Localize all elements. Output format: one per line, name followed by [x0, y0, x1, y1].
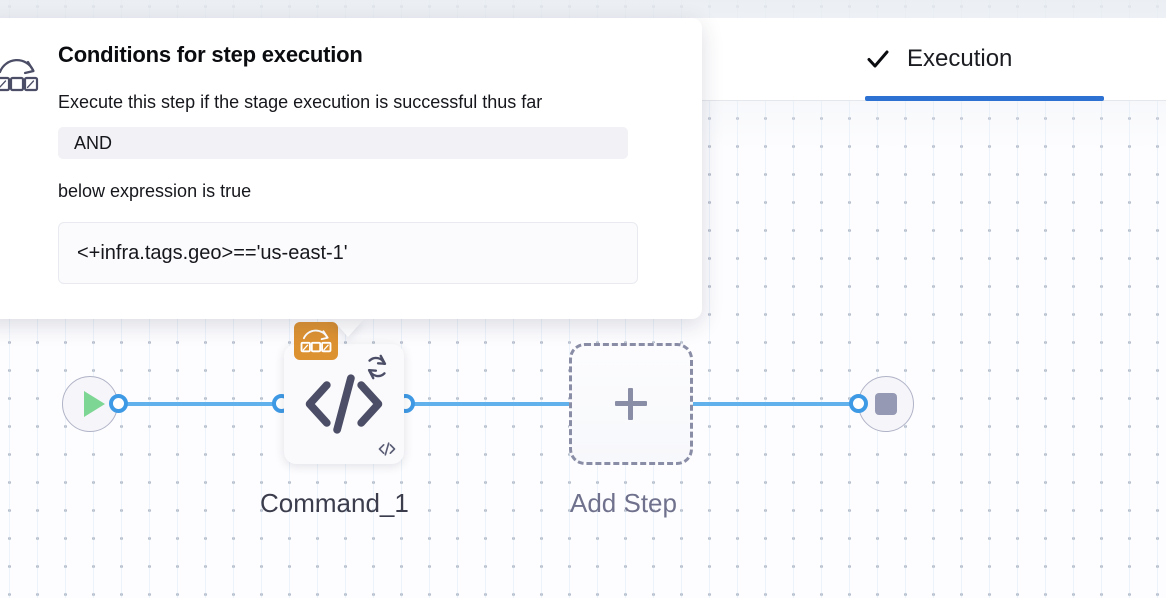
popover-arrow — [332, 319, 364, 337]
command-step-label: Command_1 — [260, 488, 409, 518]
expression-field[interactable]: <+infra.tags.geo>=='us-east-1' — [58, 222, 638, 284]
conditional-execution-icon — [0, 56, 40, 96]
command-step-node[interactable] — [284, 322, 404, 464]
plus-icon — [615, 388, 647, 420]
loop-retry-icon[interactable] — [360, 350, 394, 384]
tab-active-underline — [865, 96, 1104, 101]
expression-value: <+infra.tags.geo>=='us-east-1' — [77, 241, 348, 264]
code-icon — [284, 344, 404, 464]
expression-description: below expression is true — [58, 181, 252, 201]
connector-wire-start-to-command — [118, 402, 288, 406]
popover-title: Conditions for step execution — [58, 42, 363, 67]
tab-execution-label: Execution — [907, 45, 1013, 72]
condition-description: Execute this step if the stage execution… — [58, 92, 543, 112]
operator-field[interactable]: AND — [58, 127, 628, 159]
tab-execution[interactable]: Execution — [865, 18, 1012, 101]
connector-dot-end-in[interactable] — [849, 394, 868, 413]
conditions-popover: Conditions for step execution Execute th… — [0, 18, 702, 319]
pipeline-start-node[interactable] — [62, 376, 118, 432]
add-step-node[interactable] — [569, 343, 693, 465]
conditional-execution-badge[interactable] — [294, 322, 338, 360]
check-icon — [865, 46, 891, 72]
code-icon-small — [377, 439, 397, 459]
add-step-label: Add Step — [570, 488, 677, 518]
stop-icon — [875, 393, 897, 415]
operator-value: AND — [74, 132, 113, 153]
play-icon — [83, 391, 105, 417]
connector-dot-start-out[interactable] — [109, 394, 128, 413]
